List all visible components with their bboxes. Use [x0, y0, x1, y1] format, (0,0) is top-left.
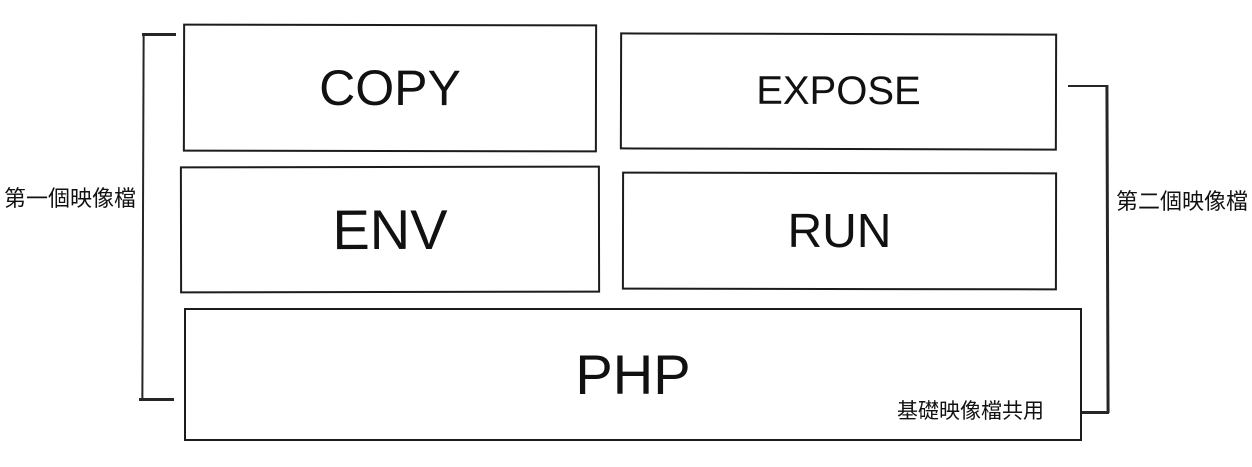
box-php-label: PHP	[575, 343, 691, 406]
first-image-bracket-bottom-tick	[139, 398, 174, 401]
second-image-bracket-bottom-tick	[1082, 411, 1109, 414]
second-image-bracket-line	[1105, 84, 1110, 414]
box-env-label: ENV	[332, 197, 448, 262]
box-expose: EXPOSE	[619, 32, 1058, 151]
first-image-bracket-line	[141, 33, 145, 401]
second-image-bracket-top-tick	[1068, 85, 1108, 87]
box-expose-label: EXPOSE	[756, 68, 921, 114]
base-shared-note: 基礎映像檔共用	[897, 400, 1044, 423]
first-image-label: 第一個映像檔	[4, 186, 137, 211]
box-copy: COPY	[182, 23, 598, 153]
box-run-label: RUN	[787, 204, 892, 258]
box-env: ENV	[179, 165, 601, 294]
box-copy-label: COPY	[319, 59, 461, 117]
first-image-bracket-top-tick	[142, 33, 176, 36]
second-image-label: 第二個映像檔	[1116, 189, 1249, 214]
box-php: PHP	[184, 308, 1082, 441]
box-run: RUN	[621, 171, 1058, 291]
